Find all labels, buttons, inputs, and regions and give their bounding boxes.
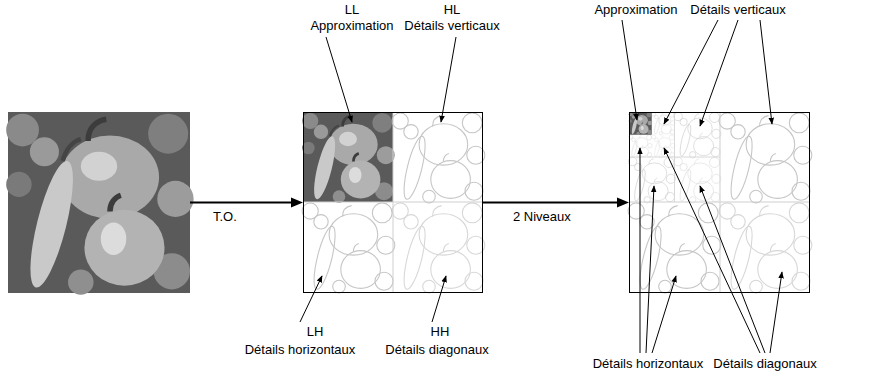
decomposition-panel xyxy=(629,112,810,293)
edge-label: T.O. xyxy=(212,209,238,224)
band-name: HH xyxy=(430,324,451,339)
transform-arrow xyxy=(483,198,629,208)
band-caption: Détails horizontaux xyxy=(592,356,705,371)
band-name: HL xyxy=(443,2,462,17)
arrow-shaft xyxy=(483,202,619,204)
arrow-shaft xyxy=(190,202,293,204)
edge-label: 2 Niveaux xyxy=(512,209,572,224)
band-caption: Détails diagonaux xyxy=(384,342,489,357)
band-caption: Détails verticaux xyxy=(689,2,786,17)
band-name: LL xyxy=(344,2,360,17)
band-caption: Détails diagonaux xyxy=(712,356,817,371)
decomposition-panel xyxy=(303,112,483,293)
source-image xyxy=(8,112,190,293)
band-caption: Détails horizontaux xyxy=(244,342,357,357)
arrow-head xyxy=(617,198,629,208)
band-caption: Détails verticaux xyxy=(403,18,500,33)
arrow-head xyxy=(291,198,303,208)
band-name: LH xyxy=(306,324,325,339)
band-caption: Approximation xyxy=(593,2,678,17)
transform-arrow xyxy=(190,198,303,208)
band-caption: Approximation xyxy=(309,18,394,33)
